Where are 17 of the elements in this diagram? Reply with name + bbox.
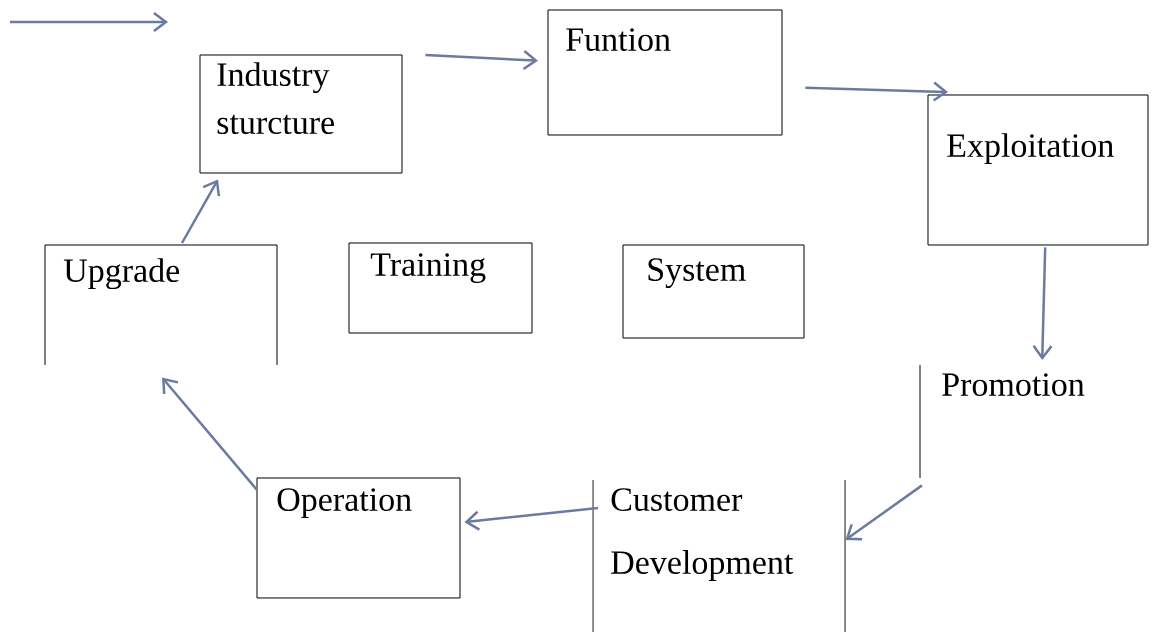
process-box: Industry sturcture — [199, 54, 403, 174]
arrow — [845, 484, 923, 541]
process-box: Funtion — [547, 9, 783, 136]
process-box: Training — [348, 242, 533, 334]
process-box: Promotion — [919, 364, 1085, 479]
arrow — [162, 377, 258, 491]
arrow — [1032, 247, 1053, 360]
process-box: Customer Development — [592, 479, 846, 632]
arrow — [464, 506, 599, 531]
process-box: Upgrade — [44, 244, 278, 366]
process-box: System — [622, 244, 805, 339]
process-box: Operation — [256, 477, 461, 599]
arrow — [180, 179, 221, 244]
arrow — [10, 12, 168, 32]
arrow — [805, 81, 948, 102]
process-box: Exploitation — [927, 94, 1149, 246]
arrow — [425, 50, 538, 70]
